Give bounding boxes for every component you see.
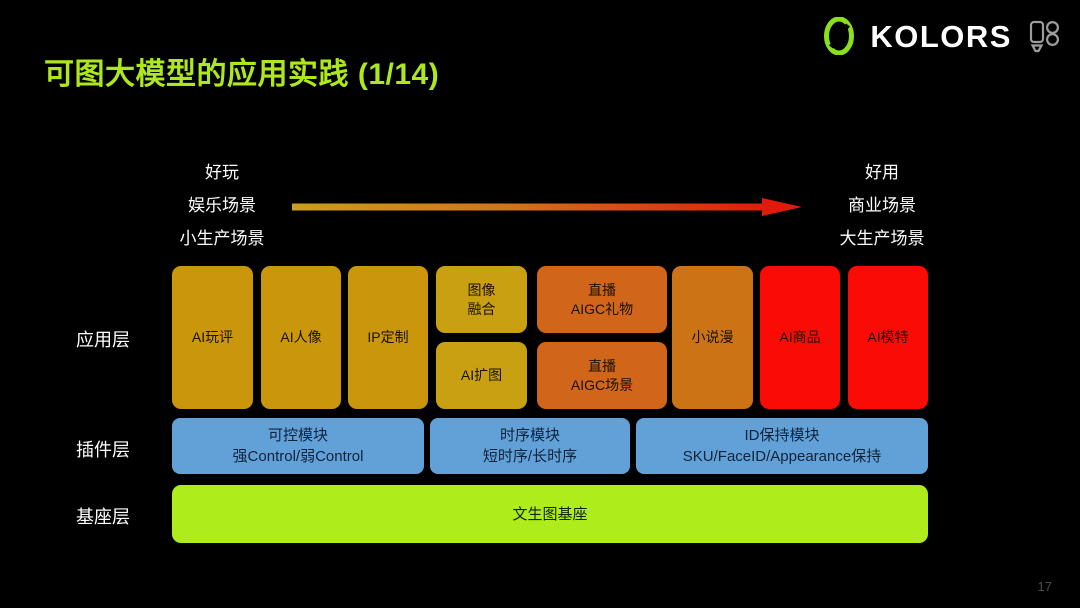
app-cell-tuxiang-ronghe[interactable]: 图像融合	[436, 266, 527, 333]
page-number: 17	[1037, 579, 1052, 594]
page-title: 可图大模型的应用实践 (1/14)	[44, 58, 440, 91]
plugin-cell-controllable-line2: 强Control/弱Control	[232, 448, 364, 465]
app-cell-ip-dingzhi[interactable]: IP定制	[348, 266, 428, 409]
app-cell-ai-renxiang[interactable]: AI人像	[261, 266, 341, 409]
row-label-plugin: 插件层	[76, 440, 130, 460]
axis-right-label-1: 商业场景	[848, 196, 916, 215]
row-label-base: 基座层	[76, 507, 130, 527]
plugin-cell-controllable[interactable]: 可控模块 强Control/弱Control	[172, 418, 424, 474]
progression-arrow-icon	[292, 198, 802, 216]
axis-left-label-1: 娱乐场景	[188, 196, 256, 215]
plugin-cell-temporal[interactable]: 时序模块 短时序/长时序	[430, 418, 630, 474]
plugin-cell-controllable-line1: 可控模块	[267, 427, 328, 444]
kolors-ring-logo	[822, 17, 856, 55]
logo-wordmark: KOLORS	[870, 18, 1012, 54]
axis-right-label-2: 大生产场景	[839, 229, 925, 248]
app-cell-xiaoshuoman[interactable]: 小说漫	[672, 266, 753, 409]
axis-left-labels: 好玩 娱乐场景 小生产场景	[152, 156, 292, 255]
plugin-cell-temporal-line1: 时序模块	[499, 427, 560, 444]
brand-logo: KOLORS	[822, 16, 1060, 56]
app-cell-ai-mote[interactable]: AI模特	[848, 266, 928, 409]
video-camera-icon	[1026, 16, 1060, 56]
plugin-cell-id-preserve[interactable]: ID保持模块 SKU/FaceID/Appearance保持	[636, 418, 928, 474]
axis-right-labels: 好用 商业场景 大生产场景	[812, 156, 952, 255]
plugin-cell-temporal-line2: 短时序/长时序	[482, 448, 578, 465]
axis-left-label-0: 好玩	[205, 163, 239, 182]
row-label-application: 应用层	[76, 330, 130, 350]
base-cell-text-to-image[interactable]: 文生图基座	[172, 485, 928, 543]
axis-left-label-2: 小生产场景	[179, 229, 265, 248]
plugin-cell-id-preserve-line1: ID保持模块	[744, 427, 820, 444]
app-cell-ai-kuotu[interactable]: AI扩图	[436, 342, 527, 409]
plugin-cell-id-preserve-line2: SKU/FaceID/Appearance保持	[682, 448, 882, 465]
app-cell-ai-wanping[interactable]: AI玩评	[172, 266, 253, 409]
app-cell-ai-shangpin[interactable]: AI商品	[760, 266, 840, 409]
axis-right-label-0: 好用	[865, 163, 899, 182]
